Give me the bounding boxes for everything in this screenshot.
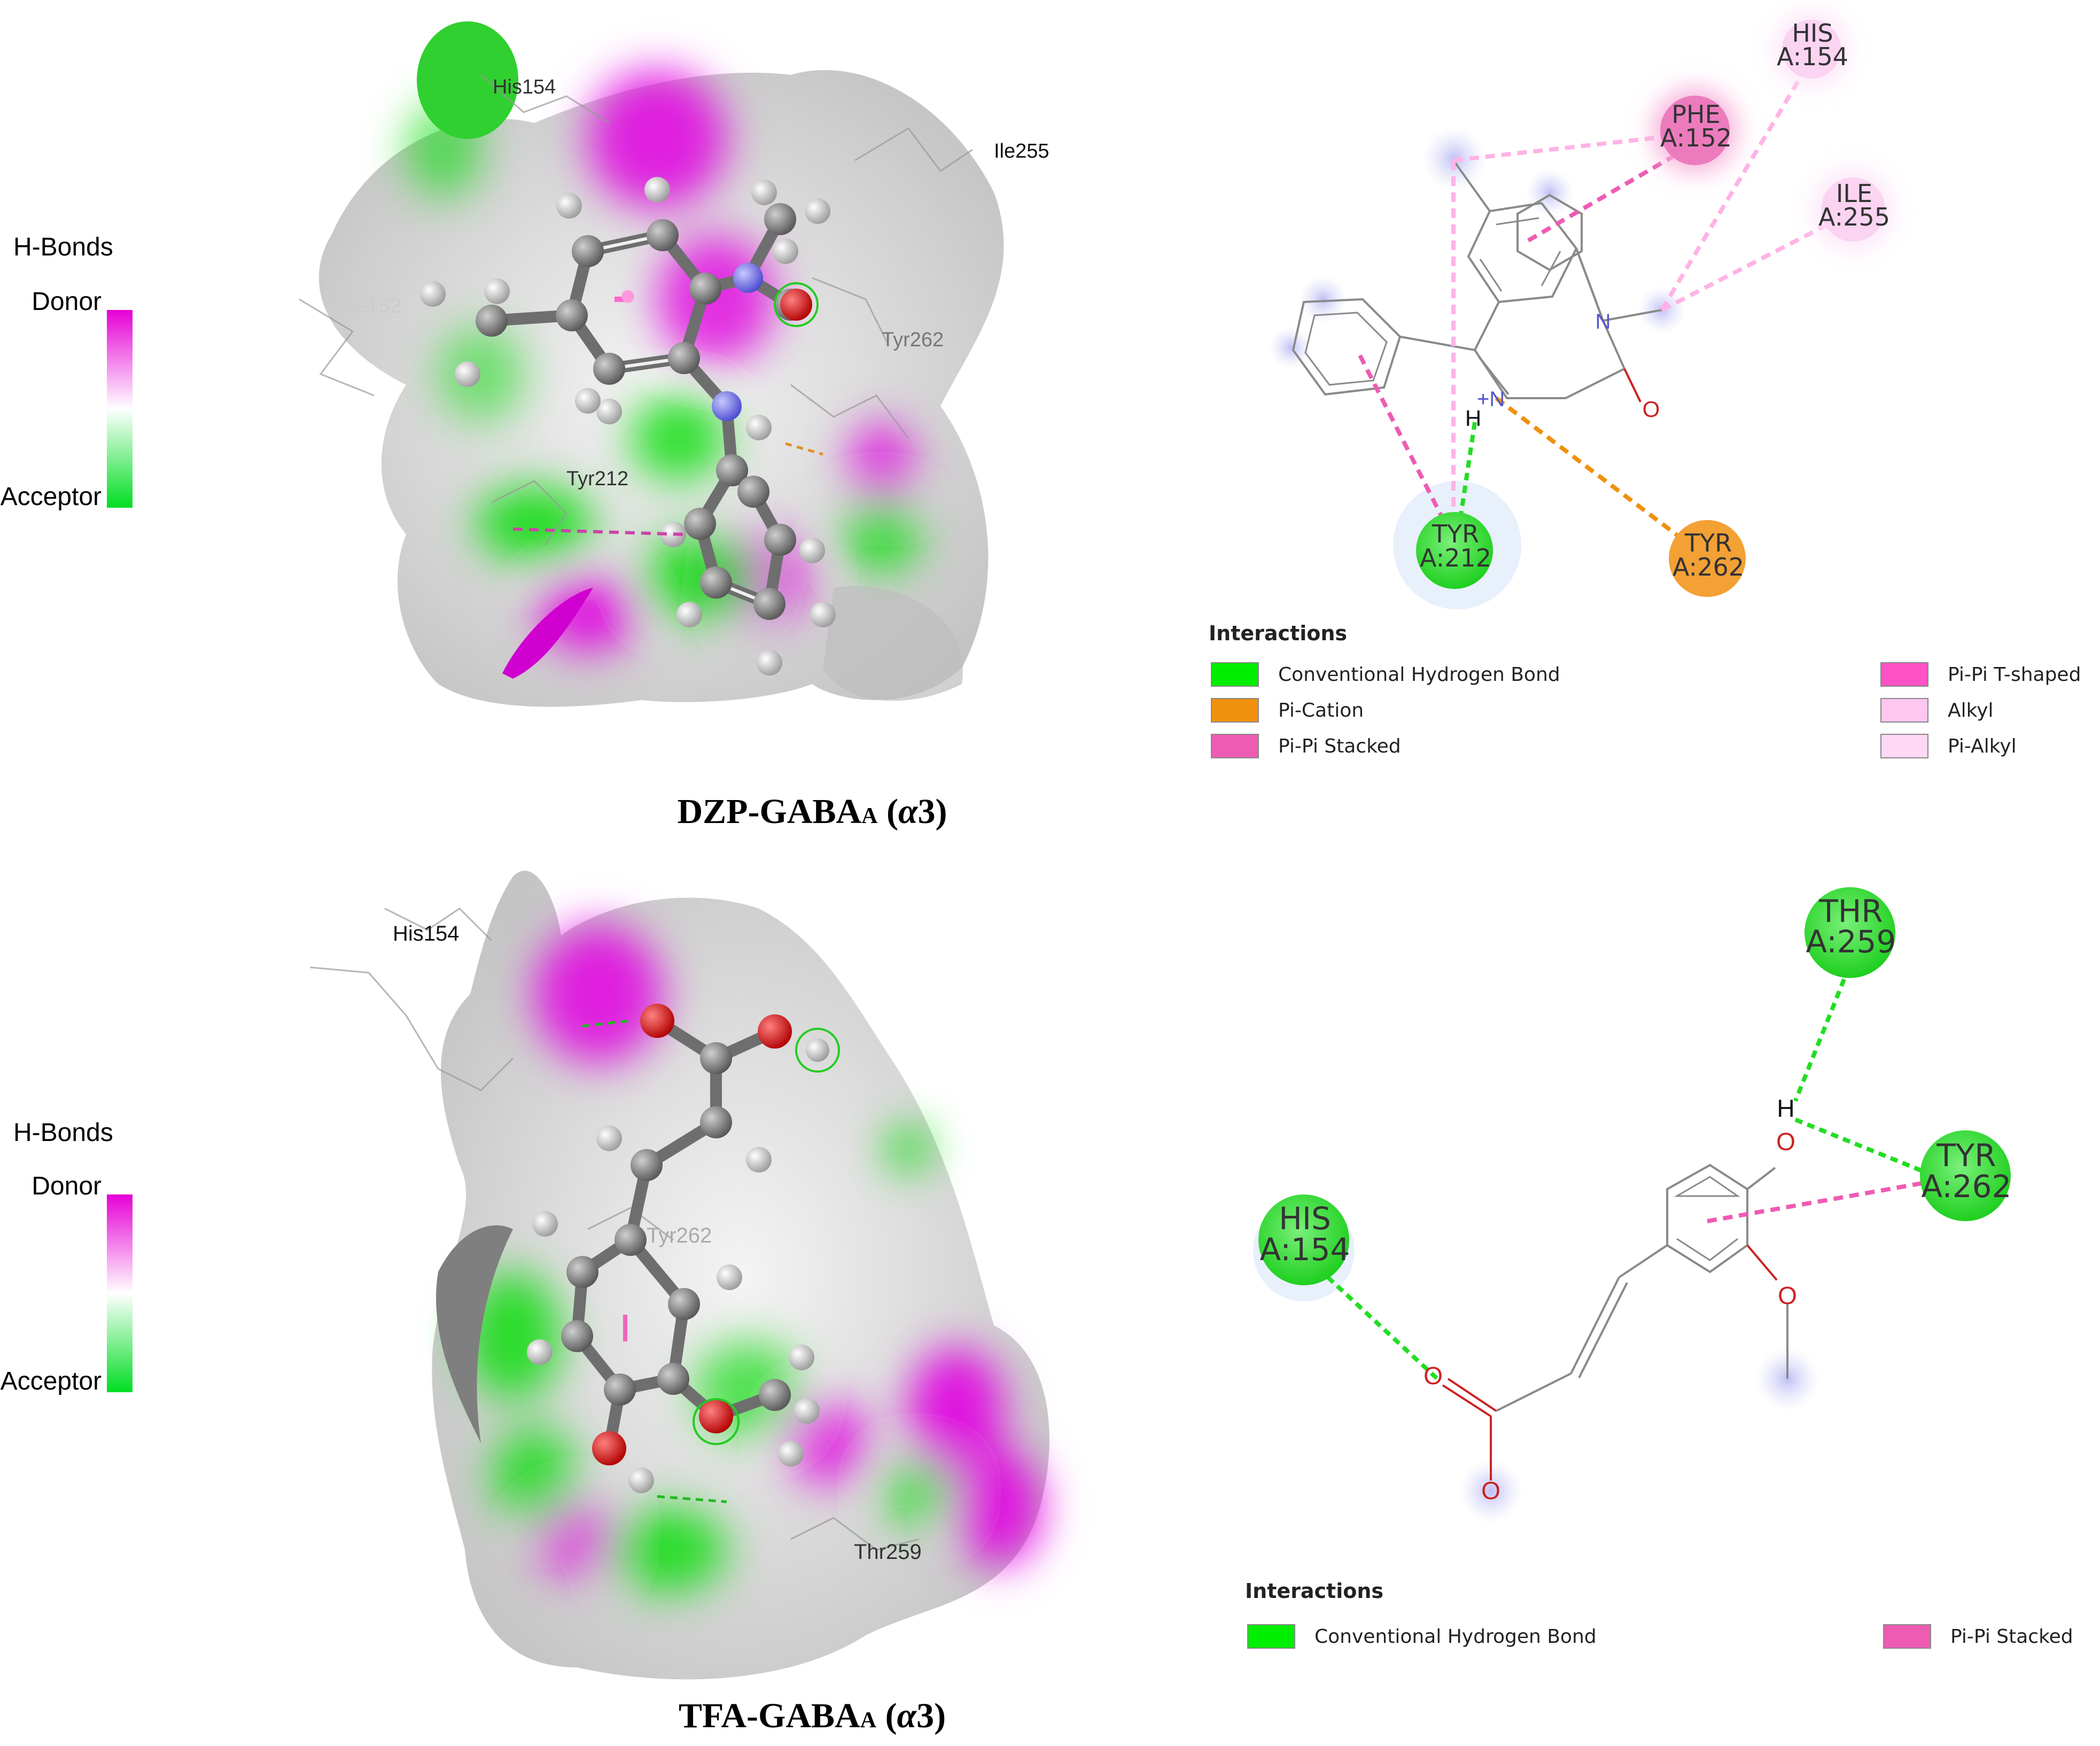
svg-text:TYR: TYR [1432,519,1479,548]
interactions-legend: Interactions Conventional Hydrogen Bond P… [1245,1579,2073,1649]
atom-n2: +N [1477,387,1505,411]
legend-label-pi-pi-t-shaped: Pi-Pi T-shaped [1948,664,2081,686]
residue-his154-2d: HIS A:154 [1774,12,1849,87]
residue-tyr262-2d: TYR A:262 [1920,1130,2011,1221]
atom-o: O [1643,397,1660,422]
residue-tyr262-2d: TYR A:262 [1669,520,1746,597]
panel-caption: TFA-GABAA (α3) [679,1696,946,1735]
hbond-legend-donor: Donor [32,1172,102,1200]
svg-text:A:212: A:212 [1420,544,1491,572]
interaction-lines [1326,966,1935,1380]
residue-tyr212-2d: TYR A:212 [1416,512,1493,589]
interactions-legend: Interactions Conventional Hydrogen BondP… [1209,622,2081,758]
panel-dzp: H-Bonds Donor Acceptor [1,12,2081,831]
hbond-colorbar [107,1194,133,1392]
background-sticks [299,74,973,546]
legend-label-pi-alkyl: Pi-Alkyl [1948,735,2017,757]
svg-text:TYR: TYR [1936,1137,1996,1174]
svg-text:A:154: A:154 [1777,42,1848,71]
svg-text:A:255: A:255 [1818,203,1890,231]
svg-text:A:154: A:154 [1260,1231,1350,1268]
svg-text:ILE: ILE [1836,179,1872,208]
interaction-lines [1358,57,1839,542]
residue-label-his154: His154 [393,922,460,945]
residue-label-tyr212: Tyr212 [566,468,628,490]
residue-label-ile255: Ile255 [994,140,1049,162]
legend-swatch-conventional-hydrogen-bond [1211,662,1259,687]
legend-swatch-alkyl [1880,698,1928,723]
interaction-diagram-2d: H O O O O THR A:259 TYR A:262 HIS A:154 [1253,887,2011,1523]
svg-text:HIS: HIS [1279,1200,1331,1237]
panel-tfa: H-Bonds Donor Acceptor [1,871,2073,1735]
hbond-legend: H-Bonds Donor Acceptor [1,1119,133,1395]
legend-swatch-pi-pi-stacked [1211,734,1259,758]
legend-label-conventional-hydrogen-bond: Conventional Hydrogen Bond [1315,1626,1597,1648]
residue-label-tyr262: Tyr262 [647,1224,712,1247]
interactions-legend-title: Interactions [1245,1579,1383,1603]
ligand-tfa-3d [527,1004,840,1503]
hbond-legend-title: H-Bonds [13,1119,113,1147]
legend-swatch-pi-pi-stacked [1883,1624,1931,1649]
atom-h: H [1777,1095,1794,1122]
surface-3d-view: His154 Tyr262 Thr259 [309,871,1049,1680]
atom-n1: N [1596,310,1611,333]
hbond-legend-acceptor: Acceptor [1,483,102,511]
svg-text:A:152: A:152 [1660,123,1732,152]
hbond-legend-title: H-Bonds [13,233,113,261]
residue-label-tyr262: Tyr262 [882,329,944,351]
legend-label-pi-cation: Pi-Cation [1278,700,1364,721]
ligand-2d-structure [1442,1163,1788,1480]
panel-caption: DZP-GABAA (α3) [678,792,947,831]
atom-o-hydroxyl: O [1776,1128,1795,1155]
svg-text:HIS: HIS [1792,19,1833,48]
atom-o-carbonyl: O [1424,1362,1443,1390]
ligand-dzp-3d [420,177,836,676]
legend-label-pi-pi-stacked: Pi-Pi Stacked [1278,735,1401,757]
atom-h: H [1465,406,1481,431]
background-sticks [309,907,920,1551]
atom-o-methoxy: O [1778,1282,1797,1309]
svg-text:A:262: A:262 [1922,1168,2012,1205]
hbond-colorbar [107,310,133,508]
legend-swatch-pi-pi-t-shaped [1880,662,1928,687]
hbond-legend-acceptor: Acceptor [1,1367,102,1395]
svg-text:TYR: TYR [1684,529,1732,557]
hbond-legend: H-Bonds Donor Acceptor [1,233,133,511]
green-surface-lobe [417,21,518,139]
svg-text:A:262: A:262 [1673,553,1744,581]
legend-label-alkyl: Alkyl [1948,700,1994,721]
svg-text:THR: THR [1818,893,1883,929]
interactions-legend-title: Interactions [1209,622,1347,645]
residue-phe152-2d: PHE A:152 [1652,88,1738,173]
legend-label-conventional-hydrogen-bond: Conventional Hydrogen Bond [1278,664,1560,686]
residue-label-phe152: Phe152 [331,295,401,317]
ligand-2d-structure [1292,159,1662,402]
svg-text:A:259: A:259 [1806,924,1896,960]
residue-thr259-2d: THR A:259 [1805,887,1896,978]
residue-ile255-2d: ILE A:255 [1813,169,1893,250]
surface-3d-view: His154 Ile255 Phe152 Tyr262 Tyr212 [299,21,1049,707]
magenta-surface-lobe [502,588,593,679]
hbond-legend-donor: Donor [32,288,102,316]
surface-color-patches [465,925,1042,1593]
residue-label-thr259: Thr259 [854,1540,922,1564]
legend-label-pi-pi-stacked: Pi-Pi Stacked [1950,1626,2073,1648]
interaction-diagram-2d: N +N H O HIS A:154 PHE A:152 ILE A:25 [1270,12,1893,609]
svg-text:PHE: PHE [1671,100,1720,129]
legend-swatch-pi-cation [1211,698,1259,723]
residue-his154-2d: HIS A:154 [1258,1194,1350,1285]
legend-swatch-pi-alkyl [1880,734,1928,758]
legend-swatch-conventional-hydrogen-bond [1247,1624,1295,1649]
atom-o-acid: O [1481,1477,1500,1504]
residue-label-his154: His154 [493,76,556,98]
